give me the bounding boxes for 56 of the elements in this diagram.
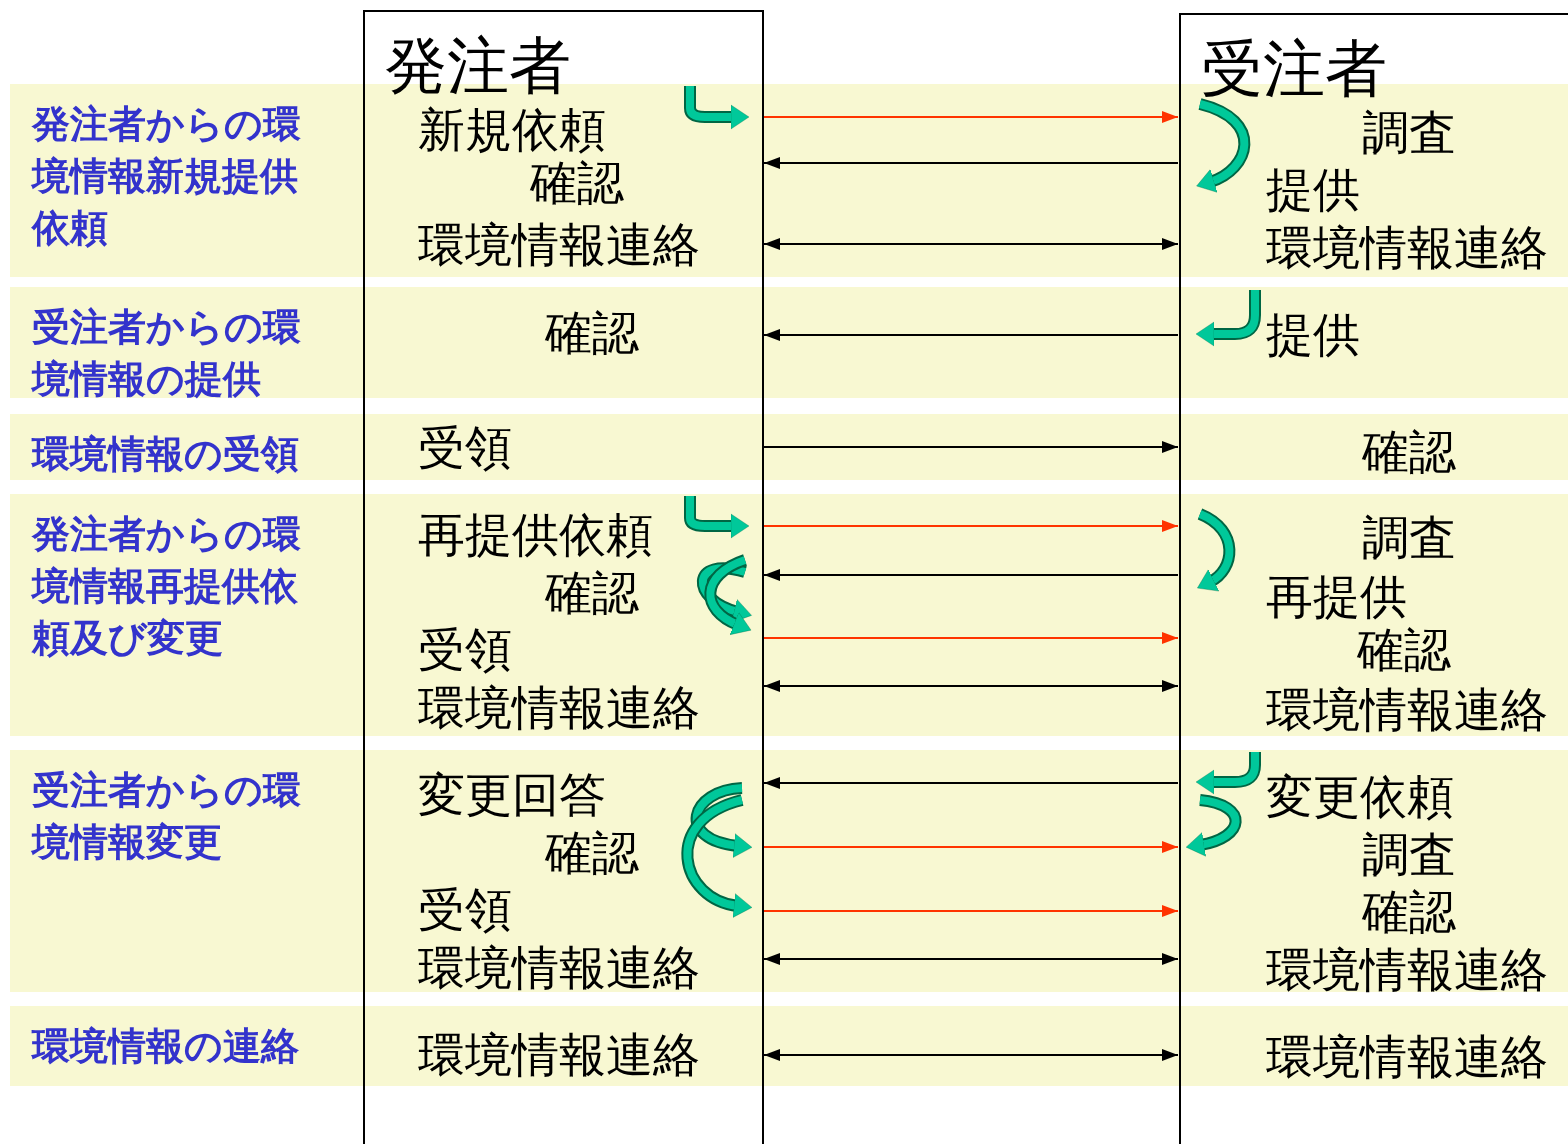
arrow: [763, 632, 1179, 644]
row-label: 発注者からの環境情報再提供依頼及び変更: [32, 511, 302, 662]
arrow: [763, 441, 1179, 453]
step-label: 確認: [545, 308, 639, 358]
step-label: 環境情報連絡: [418, 1030, 700, 1080]
step-label: 環境情報連絡: [1266, 685, 1548, 735]
arrow: [763, 111, 1179, 123]
lane-heading: 発注者: [385, 34, 571, 98]
arrow: [763, 905, 1179, 917]
step-label: 提供: [1266, 310, 1360, 360]
step-label: 確認: [1362, 887, 1456, 937]
row-header-cell: [10, 84, 363, 277]
step-label: 調査: [1362, 513, 1456, 563]
arrow: [763, 680, 1179, 692]
step-label: 確認: [1357, 625, 1451, 675]
row-header-cell: [10, 1006, 363, 1086]
arrow: [763, 238, 1179, 250]
arrow: [763, 1049, 1179, 1061]
arrow: [763, 777, 1179, 789]
step-label: 環境情報連絡: [418, 943, 700, 993]
step-label: 確認: [545, 568, 639, 618]
step-label: 変更回答: [418, 770, 606, 820]
row-label: 発注者からの環境情報新規提供依頼: [32, 101, 302, 252]
row-header-cell: [10, 287, 363, 398]
step-label: 調査: [1362, 830, 1456, 880]
row-header-cell: [10, 414, 363, 480]
step-label: 変更依頼: [1266, 772, 1454, 822]
row-header-cell: [10, 494, 363, 736]
row-label: 受注者からの環境情報変更: [32, 767, 302, 866]
step-label: 環境情報連絡: [1266, 1032, 1548, 1082]
step-label: 新規依頼: [418, 105, 606, 155]
row-label: 環境情報の連絡: [32, 1023, 300, 1070]
step-label: 環境情報連絡: [418, 683, 700, 733]
step-label: 調査: [1362, 108, 1456, 158]
step-label: 確認: [545, 828, 639, 878]
arrow: [763, 569, 1179, 581]
step-label: 受領: [418, 423, 512, 473]
arrow: [763, 841, 1179, 853]
step-label: 受領: [418, 625, 512, 675]
step-label: 再提供依頼: [418, 510, 653, 560]
step-label: 受領: [418, 885, 512, 935]
step-label: 確認: [1362, 427, 1456, 477]
arrow: [763, 520, 1179, 532]
step-label: 環境情報連絡: [1266, 223, 1548, 273]
arrow: [763, 329, 1179, 341]
row-label: 環境情報の受領: [32, 431, 300, 478]
lane-heading: 受注者: [1201, 37, 1387, 101]
row-header-cell: [10, 750, 363, 992]
row-label: 受注者からの環境情報の提供: [32, 304, 302, 403]
arrow: [763, 157, 1179, 169]
step-label: 提供: [1266, 165, 1360, 215]
step-label: 環境情報連絡: [418, 220, 700, 270]
step-label: 確認: [530, 158, 624, 208]
step-label: 環境情報連絡: [1266, 945, 1548, 995]
step-label: 再提供: [1266, 572, 1407, 622]
arrow: [763, 953, 1179, 965]
